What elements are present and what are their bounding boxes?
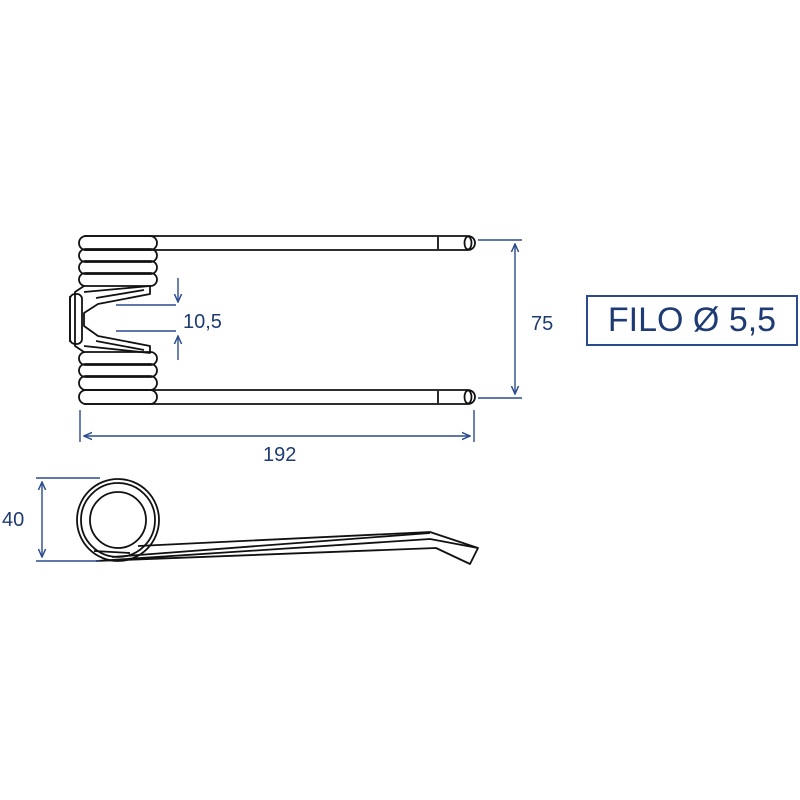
wire-diameter-label: FILO Ø 5,5: [586, 295, 798, 346]
gap-dimension-label: 10,5: [183, 311, 222, 333]
upper-tine: [84, 235, 476, 251]
spring-top-view: [69, 235, 476, 405]
dimension-lines: [36, 239, 522, 562]
lower-coil: [78, 351, 158, 405]
coil-height-dimension-label: 40: [2, 509, 24, 531]
upper-coil: [78, 235, 158, 287]
spring-side-view: [76, 478, 479, 565]
spacing-dimension-label: 75: [531, 313, 553, 335]
length-dimension-label: 192: [263, 444, 296, 466]
lower-tine: [84, 389, 476, 405]
connecting-loop: [74, 285, 85, 353]
